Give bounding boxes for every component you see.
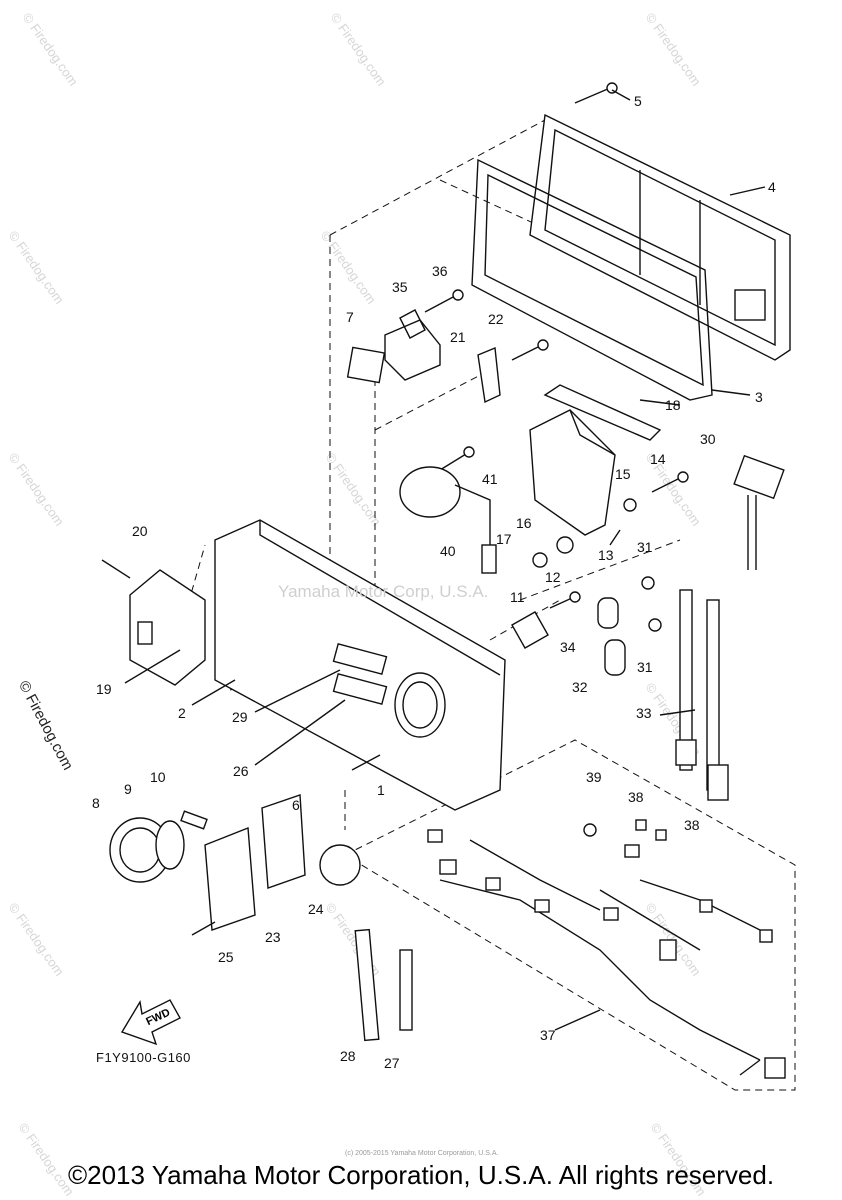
callout: 5 bbox=[634, 93, 642, 109]
bracket bbox=[477, 346, 501, 404]
screws bbox=[424, 289, 689, 609]
callout: 16 bbox=[516, 515, 532, 531]
callout: 39 bbox=[586, 769, 602, 785]
callout: 11 bbox=[510, 589, 525, 605]
callout: 22 bbox=[488, 311, 504, 327]
electrical-box bbox=[214, 519, 506, 811]
callout-numbers: 1 2 3 4 5 6 7 8 9 10 11 12 13 14 15 16 1… bbox=[92, 93, 776, 1071]
callout: 12 bbox=[545, 569, 561, 585]
callout: 8 bbox=[92, 795, 100, 811]
callout: 30 bbox=[700, 431, 716, 447]
callout: 26 bbox=[233, 763, 249, 779]
callout: 33 bbox=[636, 705, 652, 721]
callout: 25 bbox=[218, 949, 234, 965]
grommet bbox=[556, 536, 574, 554]
diagram-code: F1Y9100-G160 bbox=[96, 1050, 191, 1065]
washer bbox=[623, 498, 637, 512]
sensor bbox=[399, 466, 497, 574]
screw bbox=[574, 82, 618, 104]
callout: 38 bbox=[684, 817, 700, 833]
center-watermark: Yamaha Motor Corp, U.S.A. bbox=[278, 582, 489, 601]
cable-tie bbox=[354, 928, 380, 1042]
collar bbox=[532, 552, 548, 568]
fwd-arrow: FWD bbox=[120, 999, 181, 1046]
callout: 10 bbox=[150, 769, 166, 785]
plate bbox=[204, 827, 256, 931]
callout: 3 bbox=[755, 389, 763, 405]
callout: 40 bbox=[440, 543, 456, 559]
small-copyright: (c) 2005-2015 Yamaha Motor Corporation, … bbox=[345, 1150, 499, 1157]
cap bbox=[109, 810, 208, 883]
callout: 17 bbox=[496, 531, 512, 547]
callout: 14 bbox=[650, 451, 666, 467]
pad bbox=[346, 346, 386, 384]
cable-tie bbox=[399, 949, 413, 1031]
terminal-parts bbox=[597, 576, 729, 801]
leader-lines bbox=[124, 89, 766, 1076]
spacer bbox=[319, 844, 361, 886]
callout: 37 bbox=[540, 1027, 556, 1043]
bracket bbox=[511, 611, 549, 649]
callout: 18 bbox=[665, 397, 681, 413]
rectifier bbox=[129, 569, 206, 686]
plate bbox=[261, 794, 306, 889]
callout: 4 bbox=[768, 179, 776, 195]
callout: 27 bbox=[384, 1055, 400, 1071]
callout: 1 bbox=[377, 782, 385, 798]
callout: 19 bbox=[96, 681, 112, 697]
callout: 15 bbox=[615, 466, 631, 482]
callout: 7 bbox=[346, 309, 354, 325]
gasket bbox=[471, 158, 713, 401]
callout: 13 bbox=[598, 547, 614, 563]
callout: 24 bbox=[308, 901, 324, 917]
callout: 38 bbox=[628, 789, 644, 805]
callout: 32 bbox=[572, 679, 588, 695]
callout: 9 bbox=[124, 781, 132, 797]
copyright-footer: ©2013 Yamaha Motor Corporation, U.S.A. A… bbox=[67, 1160, 775, 1190]
callout: 23 bbox=[265, 929, 281, 945]
screw bbox=[191, 921, 216, 936]
cover-plate bbox=[529, 113, 791, 361]
callout: 21 bbox=[450, 329, 466, 345]
callout: 28 bbox=[340, 1048, 356, 1064]
wire-harness bbox=[427, 819, 786, 1079]
callout: 31 bbox=[637, 539, 653, 555]
bolt bbox=[351, 754, 381, 771]
callout: 36 bbox=[432, 263, 448, 279]
callout: 31 bbox=[637, 659, 653, 675]
callout: 34 bbox=[560, 639, 576, 655]
callout: 41 bbox=[482, 471, 498, 487]
callout: 6 bbox=[292, 797, 300, 813]
cdi-unit bbox=[529, 409, 616, 536]
callout: 2 bbox=[178, 705, 186, 721]
strap bbox=[543, 384, 662, 441]
callout: 20 bbox=[132, 523, 148, 539]
screw bbox=[101, 559, 131, 579]
relay bbox=[384, 309, 441, 381]
callout: 29 bbox=[232, 709, 248, 725]
connector bbox=[733, 454, 785, 570]
callout: 35 bbox=[392, 279, 408, 295]
